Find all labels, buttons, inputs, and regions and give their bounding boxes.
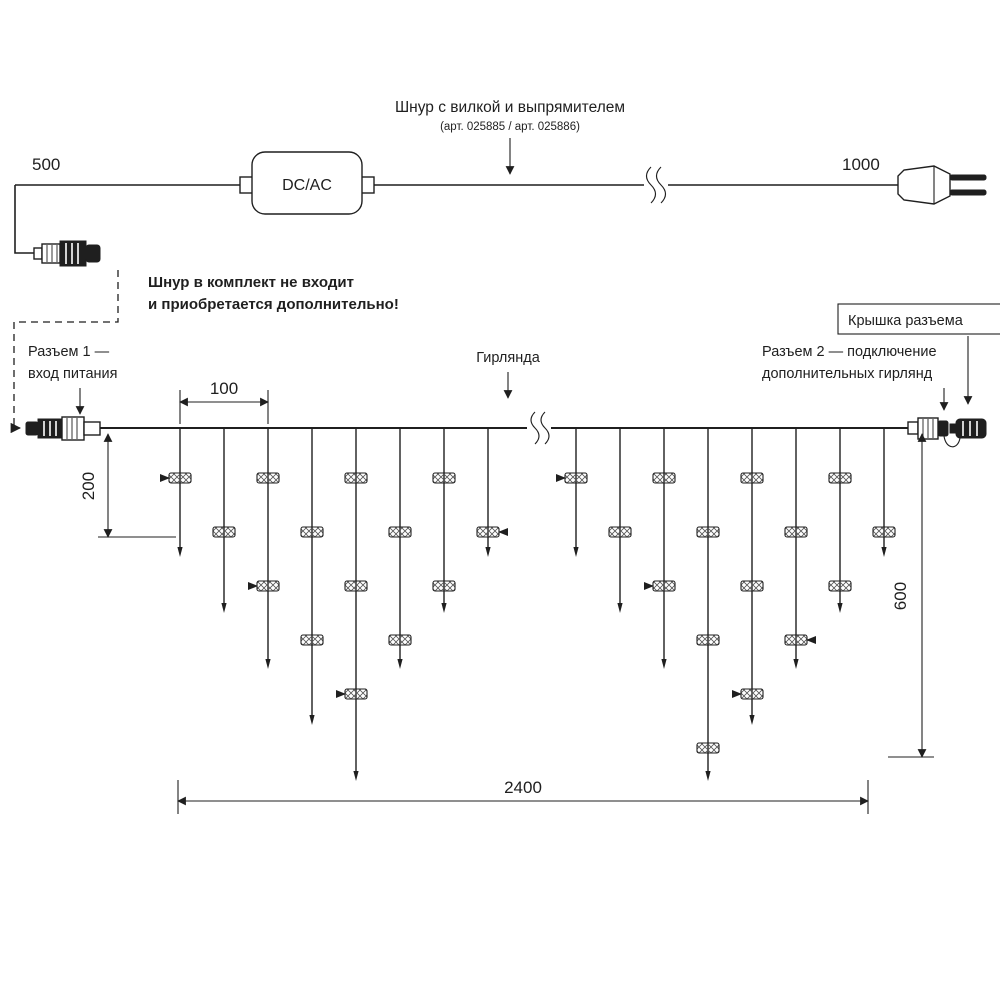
bulb [872, 526, 896, 538]
dim-100-value: 100 [210, 379, 238, 398]
garland-connector2-icon [907, 417, 949, 440]
strand-tip [661, 659, 667, 669]
strand-tip [221, 603, 227, 613]
bulb-direction-arrow [336, 690, 346, 698]
bulb [696, 742, 720, 754]
bulb [300, 634, 324, 646]
cord-right-length: 1000 [842, 155, 880, 174]
strand-tip [177, 547, 183, 557]
dimension-600: 600 [888, 433, 934, 758]
power-plug-icon [897, 165, 987, 205]
bulb-direction-arrow [160, 474, 170, 482]
bulb [212, 526, 236, 538]
bulb [696, 634, 720, 646]
bulb [828, 472, 852, 484]
bulb [432, 580, 456, 592]
bulb [652, 472, 676, 484]
bulb [300, 526, 324, 538]
bulb [344, 688, 368, 700]
bulb [432, 472, 456, 484]
dim-600-value: 600 [891, 582, 910, 610]
bulb-direction-arrow [248, 582, 258, 590]
cord-note-line2: и приобретается дополнительно! [148, 296, 399, 313]
callouts: Разъем 1 — вход питания Гирлянда Разъем … [28, 303, 1000, 415]
garland-break-icon [527, 410, 551, 446]
strand-tip [705, 771, 711, 781]
connector1-label-line2: вход питания [28, 366, 117, 382]
cord-left-length: 500 [32, 155, 60, 174]
bulb [652, 580, 676, 592]
bulb [696, 526, 720, 538]
cord-note-line1: Шнур в комплект не входит [148, 274, 354, 291]
bulb [784, 526, 808, 538]
dimension-200: 200 [79, 433, 176, 538]
bulb-direction-arrow [498, 528, 508, 536]
garland-assembly: 100 200 600 2400 [25, 379, 987, 814]
dc-ac-label: DC/AC [282, 177, 332, 194]
bulb-direction-arrow [806, 636, 816, 644]
bulb [388, 526, 412, 538]
bulb-direction-arrow [556, 474, 566, 482]
dc-ac-adapter: DC/AC [239, 151, 375, 215]
bulb [784, 634, 808, 646]
strand-tip [837, 603, 843, 613]
bulb-direction-arrow [644, 582, 654, 590]
bulb [740, 688, 764, 700]
strand-tip [617, 603, 623, 613]
bulb [344, 580, 368, 592]
bulb [168, 472, 192, 484]
bulb [564, 472, 588, 484]
strand-group [160, 428, 896, 781]
bulb [388, 634, 412, 646]
dimension-100: 100 [179, 379, 269, 424]
cap-callout-box [837, 303, 1000, 335]
cord-wire-drop [14, 185, 34, 254]
connector2-label-line1: Разъем 2 — подключение [762, 344, 937, 360]
bulb [344, 472, 368, 484]
strand-tip [485, 547, 491, 557]
cap-label: Крышка разъема [848, 313, 964, 329]
connector2-label-line2: дополнительных гирлянд [762, 366, 933, 382]
strand-tip [749, 715, 755, 725]
strand-tip [265, 659, 271, 669]
bulb [256, 472, 280, 484]
dimension-2400: 2400 [177, 778, 869, 814]
bulb [828, 580, 852, 592]
bulb [740, 580, 764, 592]
dim-2400-value: 2400 [504, 778, 542, 797]
mating-dashed-path [10, 270, 119, 434]
bulb [740, 472, 764, 484]
strand-tip [881, 547, 887, 557]
bulb [256, 580, 280, 592]
cord-article-numbers: (арт. 025885 / арт. 025886) [440, 121, 580, 133]
garland-label: Гирлянда [476, 350, 540, 366]
strand-tip [309, 715, 315, 725]
strand-tip [397, 659, 403, 669]
strand-tip [793, 659, 799, 669]
strand-tip [353, 771, 359, 781]
connector1-label-line1: Разъем 1 — [28, 344, 110, 360]
power-cord-assembly: Шнур с вилкой и выпрямителем (арт. 02588… [10, 99, 987, 434]
bulb-direction-arrow [732, 690, 742, 698]
cord-break-icon [645, 166, 667, 204]
connector-cap-icon [943, 418, 987, 448]
cord-connector-icon [33, 240, 101, 267]
bulb [608, 526, 632, 538]
bulb [476, 526, 500, 538]
garland-connector1-icon [25, 416, 101, 441]
dim-200-value: 200 [79, 472, 98, 500]
strand-tip [573, 547, 579, 557]
strand-tip [441, 603, 447, 613]
cord-title: Шнур с вилкой и выпрямителем [395, 99, 625, 116]
